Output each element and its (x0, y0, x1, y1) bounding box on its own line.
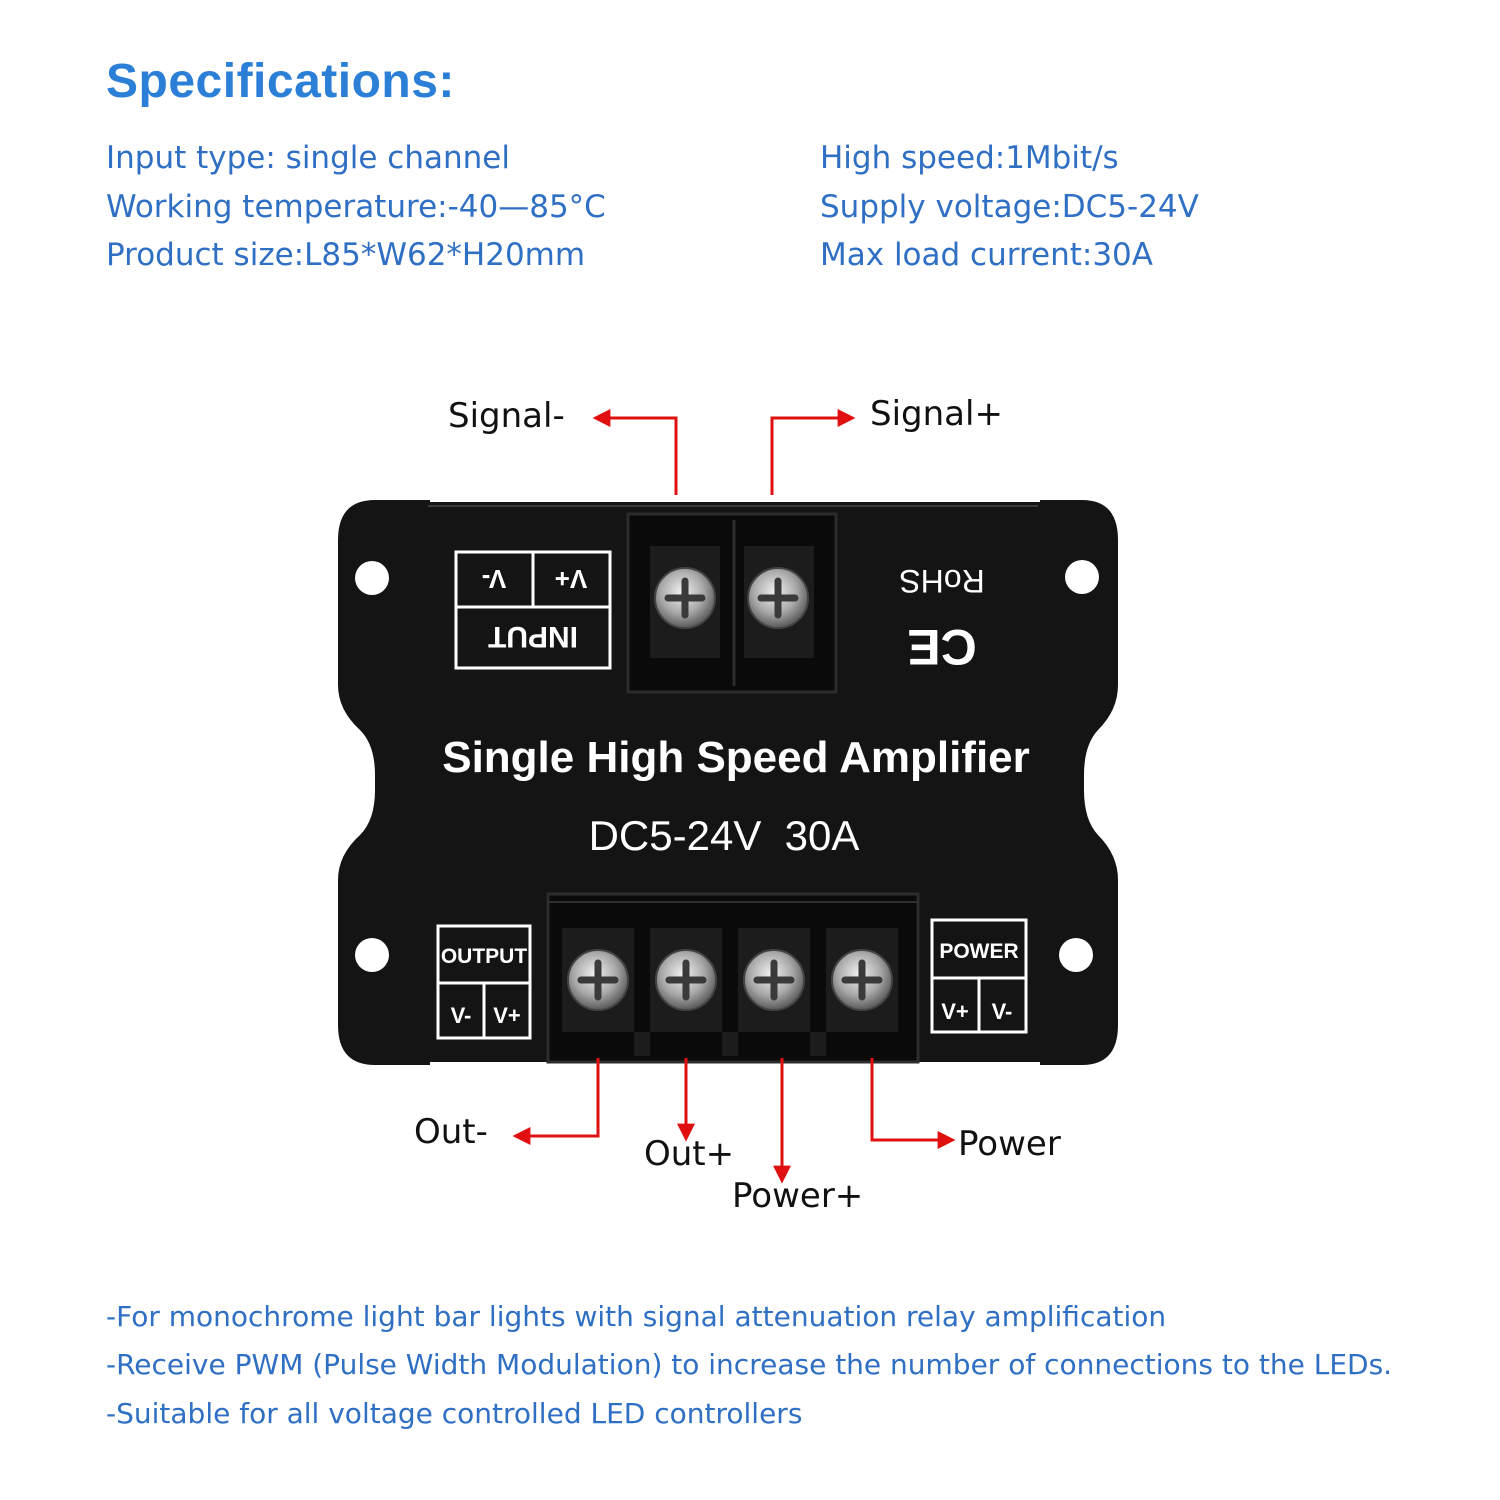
spec-max-load-current: Max load current:30A (820, 237, 1153, 273)
right-bottom-mount-hole (1059, 938, 1093, 972)
ce-mark: CE (907, 619, 976, 675)
note-suitable: -Suitable for all voltage controlled LED… (106, 1397, 803, 1430)
output-v-minus-label: V- (451, 1003, 472, 1028)
out-minus-callout: Out- (414, 1112, 488, 1152)
power-minus-screw (831, 949, 893, 1011)
device-title: Single High Speed Amplifier (442, 733, 1030, 782)
note-pwm: -Receive PWM (Pulse Width Modulation) to… (106, 1348, 1393, 1381)
power-callout: Power (958, 1124, 1061, 1164)
signal-minus-screw (654, 567, 716, 629)
output-label: OUTPUT (441, 945, 528, 968)
out-plus-screw (655, 949, 717, 1011)
right-top-mount-hole (1065, 560, 1099, 594)
right-mounting-ear (1040, 500, 1118, 1065)
spec-supply-voltage: Supply voltage:DC5-24V (820, 189, 1199, 225)
signal-minus-arrow (592, 409, 678, 495)
power-v-minus-label: V- (992, 999, 1013, 1024)
signal-plus-arrow (770, 409, 856, 495)
input-label-box: V- V+ INPUT (454, 550, 612, 670)
output-v-plus-label: V+ (493, 1003, 521, 1028)
left-mounting-ear (338, 500, 430, 1065)
out-plus-callout: Out+ (644, 1134, 735, 1174)
signal-minus-callout: Signal- (448, 396, 565, 436)
power-plus-screw (743, 949, 805, 1011)
power-arrow (870, 1058, 956, 1149)
power-plus-callout: Power+ (732, 1176, 864, 1216)
note-monochrome: -For monochrome light bar lights with si… (106, 1300, 1167, 1333)
output-label-box: OUTPUT V- V+ (436, 924, 532, 1040)
spec-product-size: Product size:L85*W62*H20mm (106, 237, 586, 273)
power-label: POWER (939, 940, 1018, 963)
signal-plus-callout: Signal+ (870, 394, 1003, 434)
spec-high-speed: High speed:1Mbit/s (820, 140, 1119, 176)
rohs-mark: RoHS (899, 563, 984, 599)
left-top-mount-hole (355, 561, 389, 595)
out-minus-screw (567, 949, 629, 1011)
input-label: INPUT (488, 620, 578, 653)
signal-plus-screw (747, 567, 809, 629)
out-minus-arrow (512, 1058, 600, 1145)
power-label-box: POWER V+ V- (930, 918, 1028, 1034)
spec-working-temperature: Working temperature:-40—85°C (106, 189, 606, 225)
input-v-plus-label: V+ (555, 564, 588, 594)
input-v-minus-label: V- (482, 564, 507, 594)
specifications-heading: Specifications: (106, 55, 455, 108)
device-rating: DC5-24V 30A (589, 812, 860, 859)
power-v-plus-label: V+ (941, 999, 969, 1024)
left-bottom-mount-hole (355, 938, 389, 972)
spec-input-type: Input type: single channel (106, 140, 510, 176)
